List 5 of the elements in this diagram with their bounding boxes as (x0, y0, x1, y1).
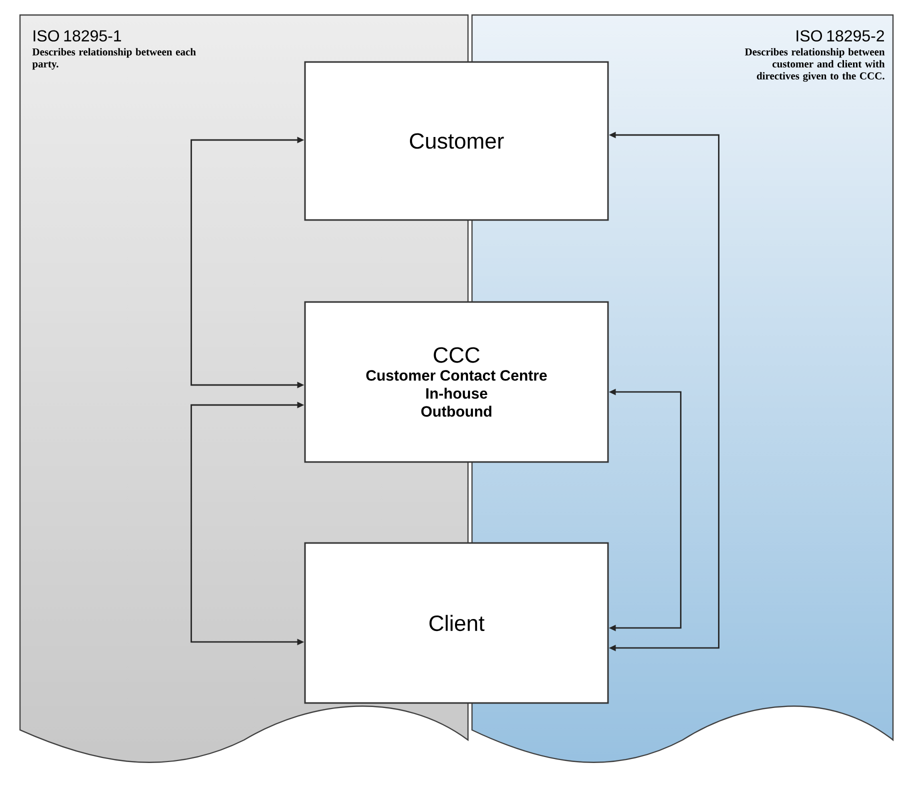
process-box: CCC Customer Contact Centre In-house Outbound (304, 301, 609, 463)
panel-heading: ISO 18295-2 Describes relationship between customer and client with directives given to the CCC. (744, 30, 885, 82)
process-box: Customer (304, 61, 609, 221)
process-box: Client (304, 542, 609, 704)
panel-heading: ISO 18295-1 Describes relationship between each party. (32, 30, 196, 70)
